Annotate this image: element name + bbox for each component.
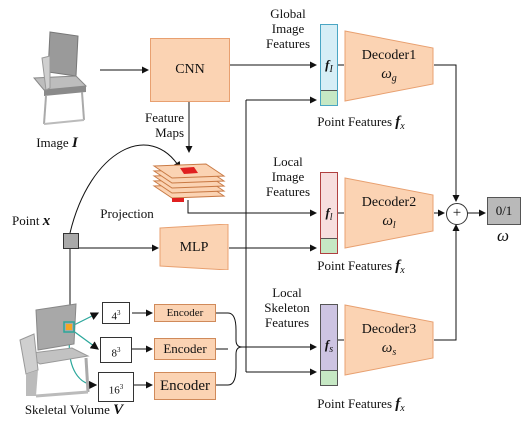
global-feature-vector: fI xyxy=(320,24,338,106)
feature-maps-label: Feature Maps xyxy=(145,110,184,140)
resolution-8-cube: 83 xyxy=(100,337,132,363)
point-box xyxy=(63,233,79,249)
decoder-3: Decoder3 ωs xyxy=(344,304,434,376)
skeletal-volume-image xyxy=(19,303,90,398)
input-chair-image xyxy=(32,31,88,125)
decoder-2: Decoder2 ωl xyxy=(344,177,434,249)
local-image-features-label: Local Image Features xyxy=(265,154,311,199)
local-skeleton-feature-vector: fs xyxy=(320,304,338,386)
resolution-4-cube: 43 xyxy=(102,302,130,324)
sum-node: + xyxy=(446,203,468,225)
encoder-medium: Encoder xyxy=(154,338,216,360)
point-label: Point x xyxy=(12,213,51,229)
skeletal-volume-label: Skeletal Volume V xyxy=(24,402,124,418)
cnn-box: CNN xyxy=(150,38,230,102)
output-omega-label: ω xyxy=(496,226,509,245)
projection-label: Projection xyxy=(100,206,154,221)
feature-map-stack xyxy=(152,163,226,202)
global-features-label: Global Image Features xyxy=(265,6,311,51)
output-occupancy-box: 0/1 xyxy=(487,197,521,225)
decoder-1: Decoder1 ωg xyxy=(344,30,434,102)
local-skeleton-features-label: Local Skeleton Features xyxy=(264,285,310,330)
point-features-label-2: Point Features fx xyxy=(317,258,405,276)
encoder-large: Encoder xyxy=(154,372,216,400)
point-features-label-3: Point Features fx xyxy=(317,396,405,414)
mlp-box xyxy=(159,224,229,270)
point-features-label-1: Point Features fx xyxy=(317,114,405,132)
mlp-label: MLP xyxy=(179,240,209,255)
local-image-feature-vector: fl xyxy=(320,172,338,254)
encoder-small: Encoder xyxy=(154,304,216,322)
image-label: Image I xyxy=(36,135,78,151)
resolution-16-cube: 163 xyxy=(98,372,134,402)
